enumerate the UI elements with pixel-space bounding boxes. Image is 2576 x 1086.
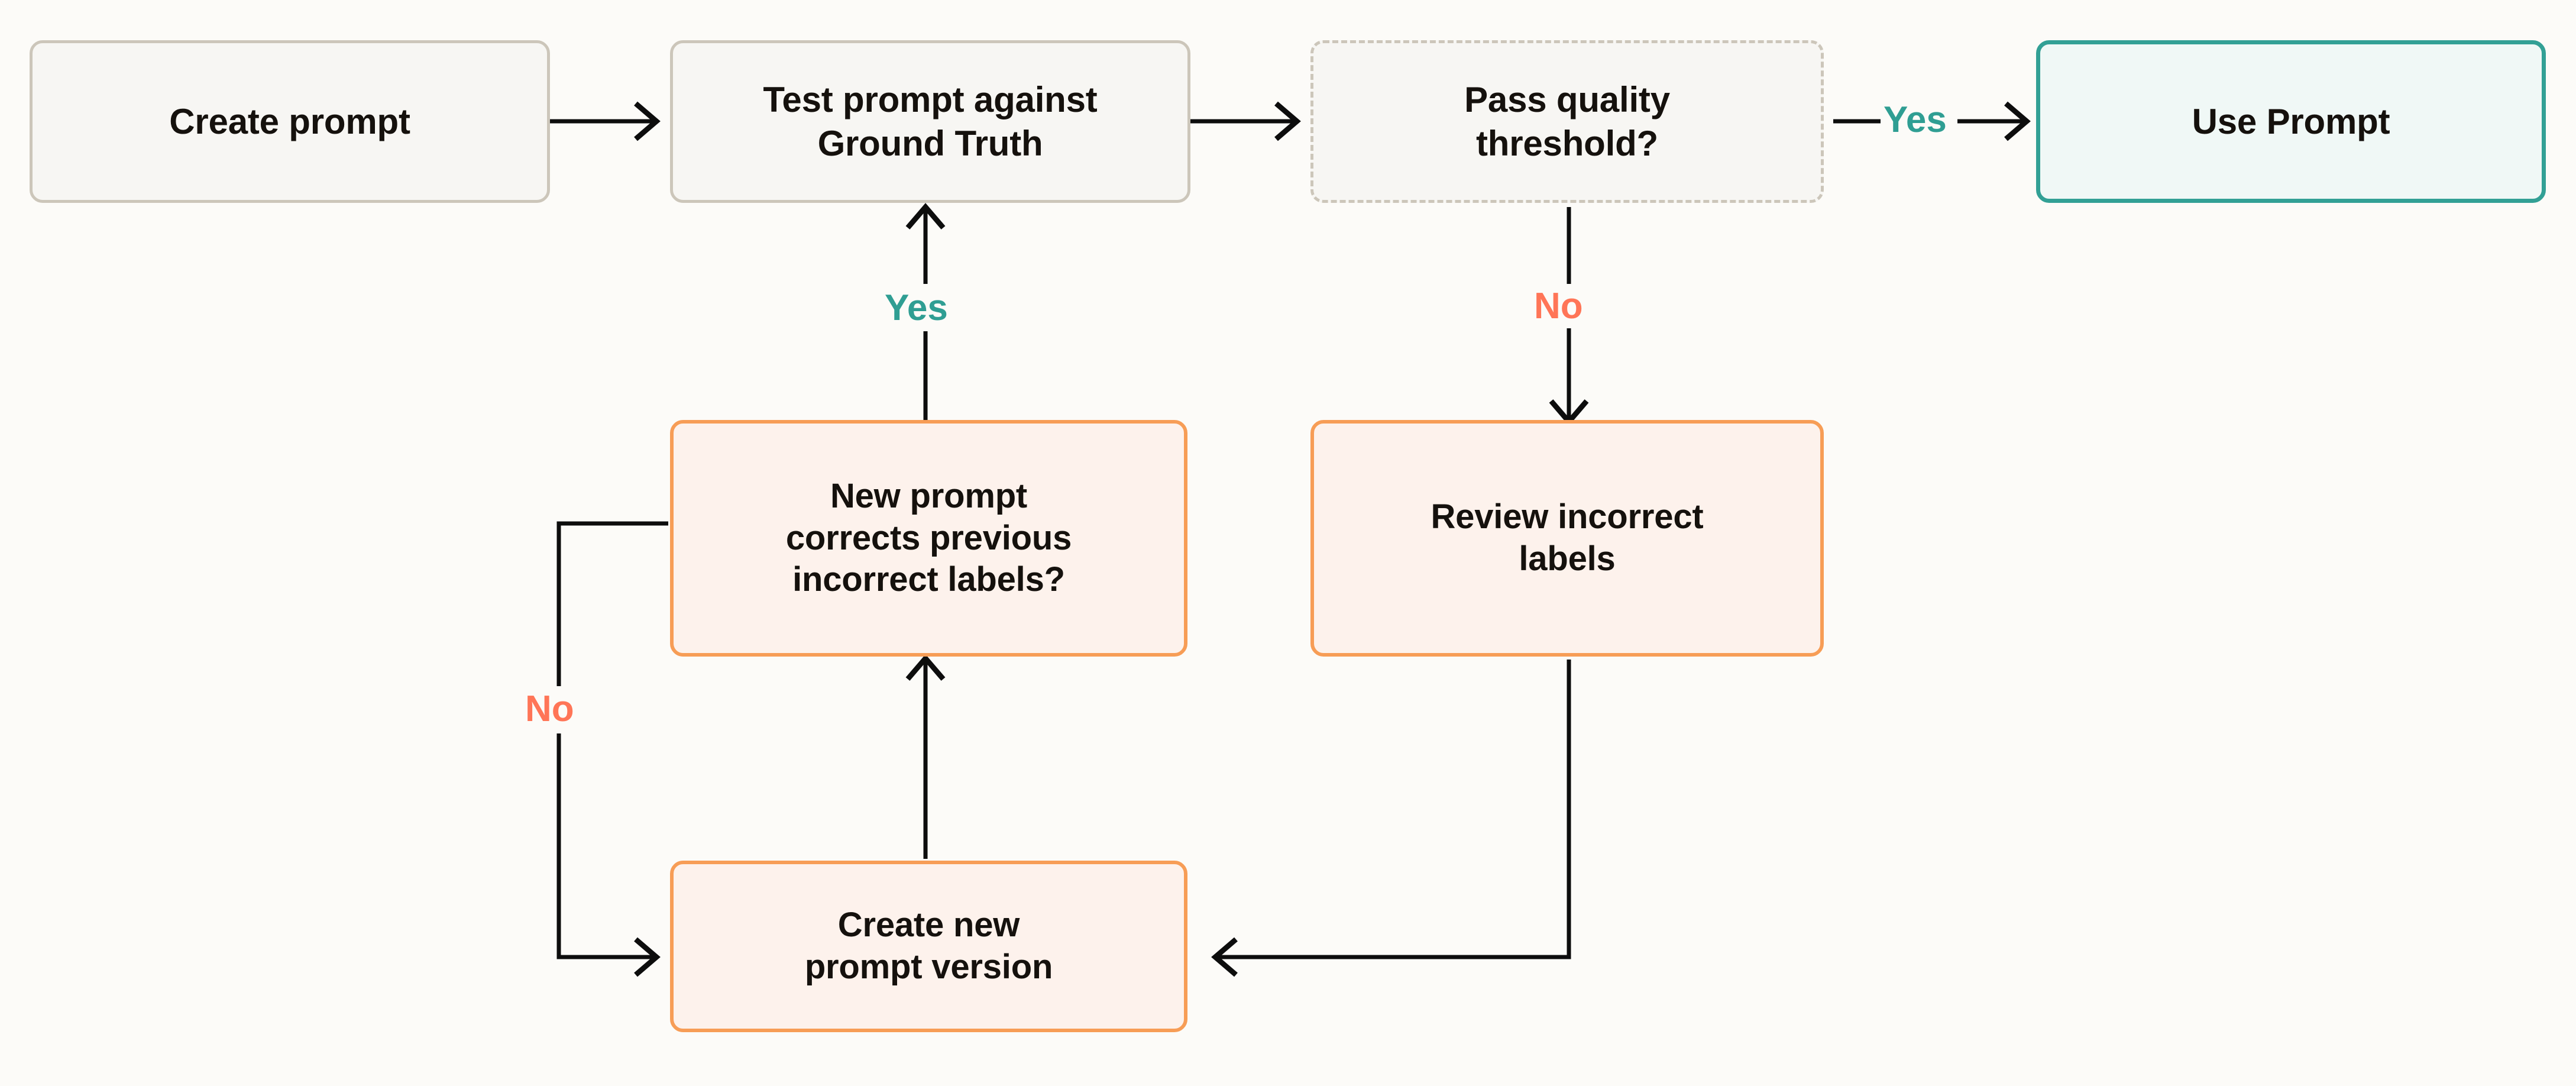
node-review-incorrect-labels[interactable]: Review incorrect labels [1310, 420, 1824, 657]
node-create-prompt[interactable]: Create prompt [30, 40, 550, 203]
node-create-new-prompt-version[interactable]: Create new prompt version [670, 861, 1187, 1032]
edge-label-yes-use-prompt: Yes [1884, 99, 1947, 140]
node-test-prompt-against-ground-truth[interactable]: Test prompt against Ground Truth [670, 40, 1190, 203]
node-use-prompt[interactable]: Use Prompt [2036, 40, 2546, 203]
edge-label-yes-test-prompt: Yes [885, 287, 948, 328]
edge-create-to-test [550, 101, 661, 141]
edge-version-to-corrects [905, 654, 946, 859]
edge-review-to-version [1211, 660, 1571, 977]
edge-label-no-review: No [1534, 286, 1583, 327]
edge-corrects-no-to-version [556, 521, 668, 977]
node-pass-quality-threshold[interactable]: Pass quality threshold? [1310, 40, 1824, 203]
edge-label-no-create-version: No [525, 689, 574, 729]
node-new-prompt-corrects-previous-incorrect-labels[interactable]: New prompt corrects previous incorrect l… [670, 420, 1187, 657]
edge-test-to-pass [1190, 101, 1301, 141]
